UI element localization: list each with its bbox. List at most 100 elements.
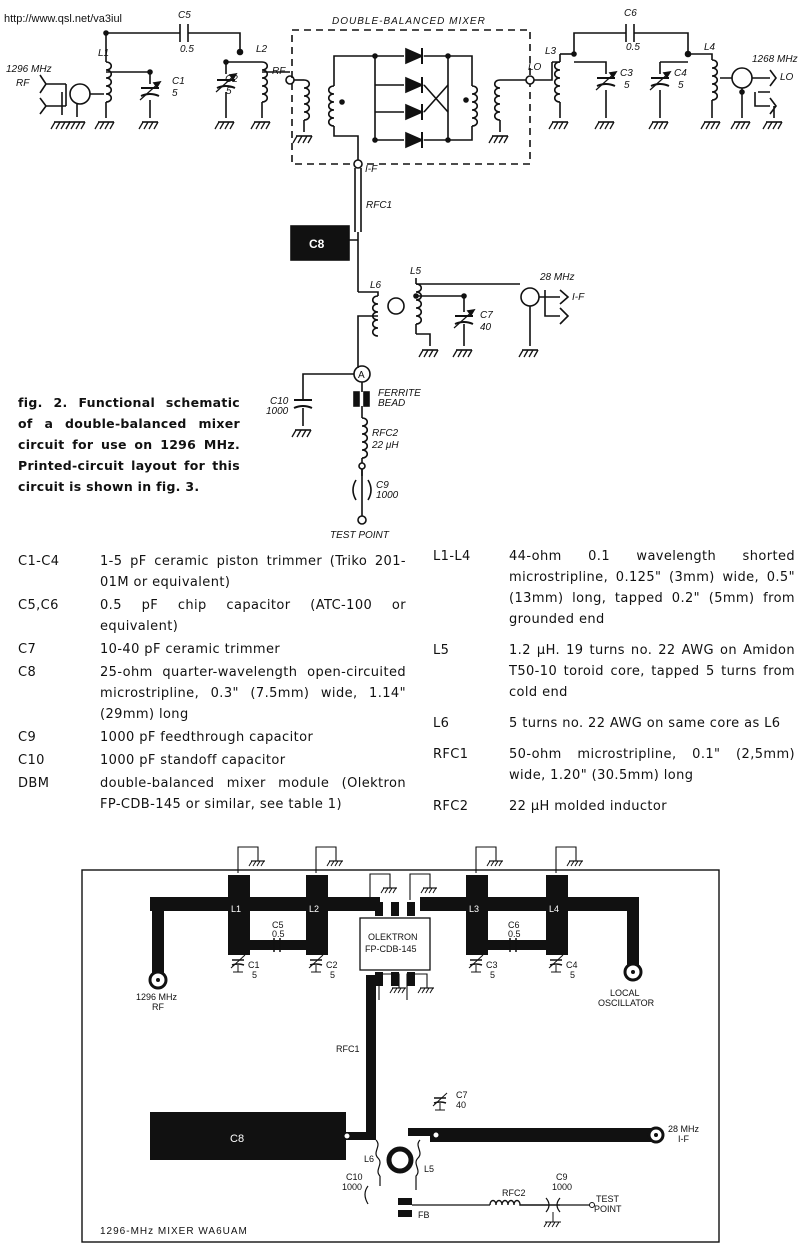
part-ref: L1-L4 bbox=[433, 549, 471, 564]
rf-freq-label: 1296 MHz bbox=[6, 64, 52, 75]
pcb-c1 bbox=[230, 954, 246, 973]
c2-label: C2 bbox=[225, 74, 238, 85]
pcb-tp-label-2: POINT bbox=[594, 1204, 622, 1214]
pcb-rf-freq: 1296 MHz bbox=[136, 992, 178, 1002]
pcb-trace-l3 bbox=[466, 875, 488, 955]
c7-value: 40 bbox=[480, 322, 492, 333]
rfc2-value: 22 μH bbox=[371, 440, 399, 451]
pcb-l3-label: L3 bbox=[469, 904, 479, 914]
part-desc: 10-40 pF ceramic trimmer bbox=[100, 642, 281, 657]
if-port-label: I-F bbox=[572, 292, 585, 303]
pcb-rf-port: RF bbox=[152, 1002, 164, 1012]
c1-trimmer bbox=[139, 81, 161, 101]
pcb-c5-value: 0.5 bbox=[272, 929, 285, 939]
pcb-l2-label: L2 bbox=[309, 904, 319, 914]
pcb-trace-l1 bbox=[228, 875, 250, 955]
pcb-l5-label: L5 bbox=[424, 1164, 434, 1174]
rf-coax-icon bbox=[69, 83, 91, 105]
c6-value: 0.5 bbox=[626, 42, 640, 53]
part-ref: L6 bbox=[433, 716, 450, 731]
diode-2 bbox=[405, 76, 423, 94]
c5-label: C5 bbox=[178, 10, 191, 21]
pcb-l4-label: L4 bbox=[549, 904, 559, 914]
schematic: 1296 MHz RF L1 C5 0.5 C1 5 C2 5 bbox=[6, 8, 798, 541]
pcb-c1-label: C1 bbox=[248, 960, 260, 970]
pcb-c3-label: C3 bbox=[486, 960, 498, 970]
pcb-c7 bbox=[432, 1092, 448, 1111]
lo-freq-label: 1268 MHz bbox=[752, 54, 798, 65]
pcb-c8-label: C8 bbox=[230, 1133, 244, 1145]
part-ref: C1-C4 bbox=[18, 554, 60, 569]
rf-port-label: RF bbox=[16, 78, 30, 89]
pcb-c3 bbox=[468, 954, 484, 973]
if-pin bbox=[353, 159, 363, 169]
pcb-c7-label: C7 bbox=[456, 1090, 468, 1100]
if-node-label: I-F bbox=[365, 164, 378, 175]
part-ref: C9 bbox=[18, 730, 37, 745]
rf-node-label: RF bbox=[272, 66, 286, 77]
pcb-c5-label: C5 bbox=[272, 920, 284, 930]
l1-coil bbox=[105, 61, 113, 103]
c9-value: 1000 bbox=[376, 490, 399, 501]
pcb-c2-label: C2 bbox=[326, 960, 338, 970]
lo-pin bbox=[525, 75, 535, 85]
pcb-c10-value: 1000 bbox=[342, 1182, 362, 1192]
c5-value: 0.5 bbox=[180, 44, 194, 55]
pcb-trace-l2 bbox=[306, 875, 328, 955]
pcb-c7-value: 40 bbox=[456, 1100, 466, 1110]
part-ref: L5 bbox=[433, 643, 450, 658]
part-ref: DBM bbox=[18, 776, 50, 791]
ferrite-label-2: BEAD bbox=[378, 398, 405, 409]
c6-label: C6 bbox=[624, 8, 637, 19]
toroid-core bbox=[387, 297, 405, 315]
test-point-pin bbox=[357, 515, 367, 525]
pcb-c9-label: C9 bbox=[556, 1172, 568, 1182]
pcb-c2-value: 5 bbox=[330, 970, 335, 980]
pcb-if-freq: 28 MHz bbox=[668, 1124, 700, 1134]
c3-trimmer bbox=[595, 71, 617, 91]
part-ref: RFC1 bbox=[433, 747, 469, 762]
part-desc: 1.2 μH. 19 turns no. 22 AWG on Amidon T5… bbox=[509, 643, 795, 700]
pcb-c2 bbox=[308, 954, 324, 973]
pcb-c4-label: C4 bbox=[566, 960, 578, 970]
pcb-c8 bbox=[150, 1112, 346, 1160]
dbm-box bbox=[291, 29, 531, 165]
pcb-rfc2 bbox=[489, 1199, 560, 1206]
pcb-c3-value: 5 bbox=[490, 970, 495, 980]
pcb-chip-line2: FP-CDB-145 bbox=[365, 944, 417, 954]
pcb-lo-label-1: LOCAL bbox=[610, 988, 640, 998]
part-desc: 25-ohm quarter-wavelength open-circuited… bbox=[100, 665, 406, 722]
pcb-c1-value: 5 bbox=[252, 970, 257, 980]
c10-label: C10 bbox=[270, 396, 289, 407]
part-ref: C8 bbox=[18, 665, 37, 680]
pcb-lo-label-2: OSCILLATOR bbox=[598, 998, 655, 1008]
dbm-title: DOUBLE-BALANCED MIXER bbox=[332, 16, 486, 27]
l1-label: L1 bbox=[98, 48, 109, 59]
l5-label: L5 bbox=[410, 266, 422, 277]
c4-value: 5 bbox=[678, 80, 684, 91]
lo-node-label: LO bbox=[528, 62, 542, 73]
l3-label: L3 bbox=[545, 46, 557, 57]
c2-value: 5 bbox=[226, 86, 232, 97]
pcb-c4 bbox=[548, 954, 564, 973]
c4-label: C4 bbox=[674, 68, 687, 79]
lo-port-label: LO bbox=[780, 72, 794, 83]
lo-coax-icon bbox=[731, 67, 753, 89]
pcb-tp-label-1: TEST bbox=[596, 1194, 620, 1204]
c8-block bbox=[290, 225, 350, 261]
part-desc: double-balanced mixer module (Olektron F… bbox=[100, 776, 406, 812]
pcb-rfc2-label: RFC2 bbox=[502, 1188, 526, 1198]
test-point-label: TEST POINT bbox=[330, 530, 390, 541]
pcb-l6-label: L6 bbox=[364, 1154, 374, 1164]
c7-label: C7 bbox=[480, 310, 493, 321]
pcb-c6-label: C6 bbox=[508, 920, 520, 930]
if-coax-icon bbox=[520, 287, 540, 307]
c9-label: C9 bbox=[376, 480, 389, 491]
pcb-trace-rfc1 bbox=[366, 975, 376, 1139]
